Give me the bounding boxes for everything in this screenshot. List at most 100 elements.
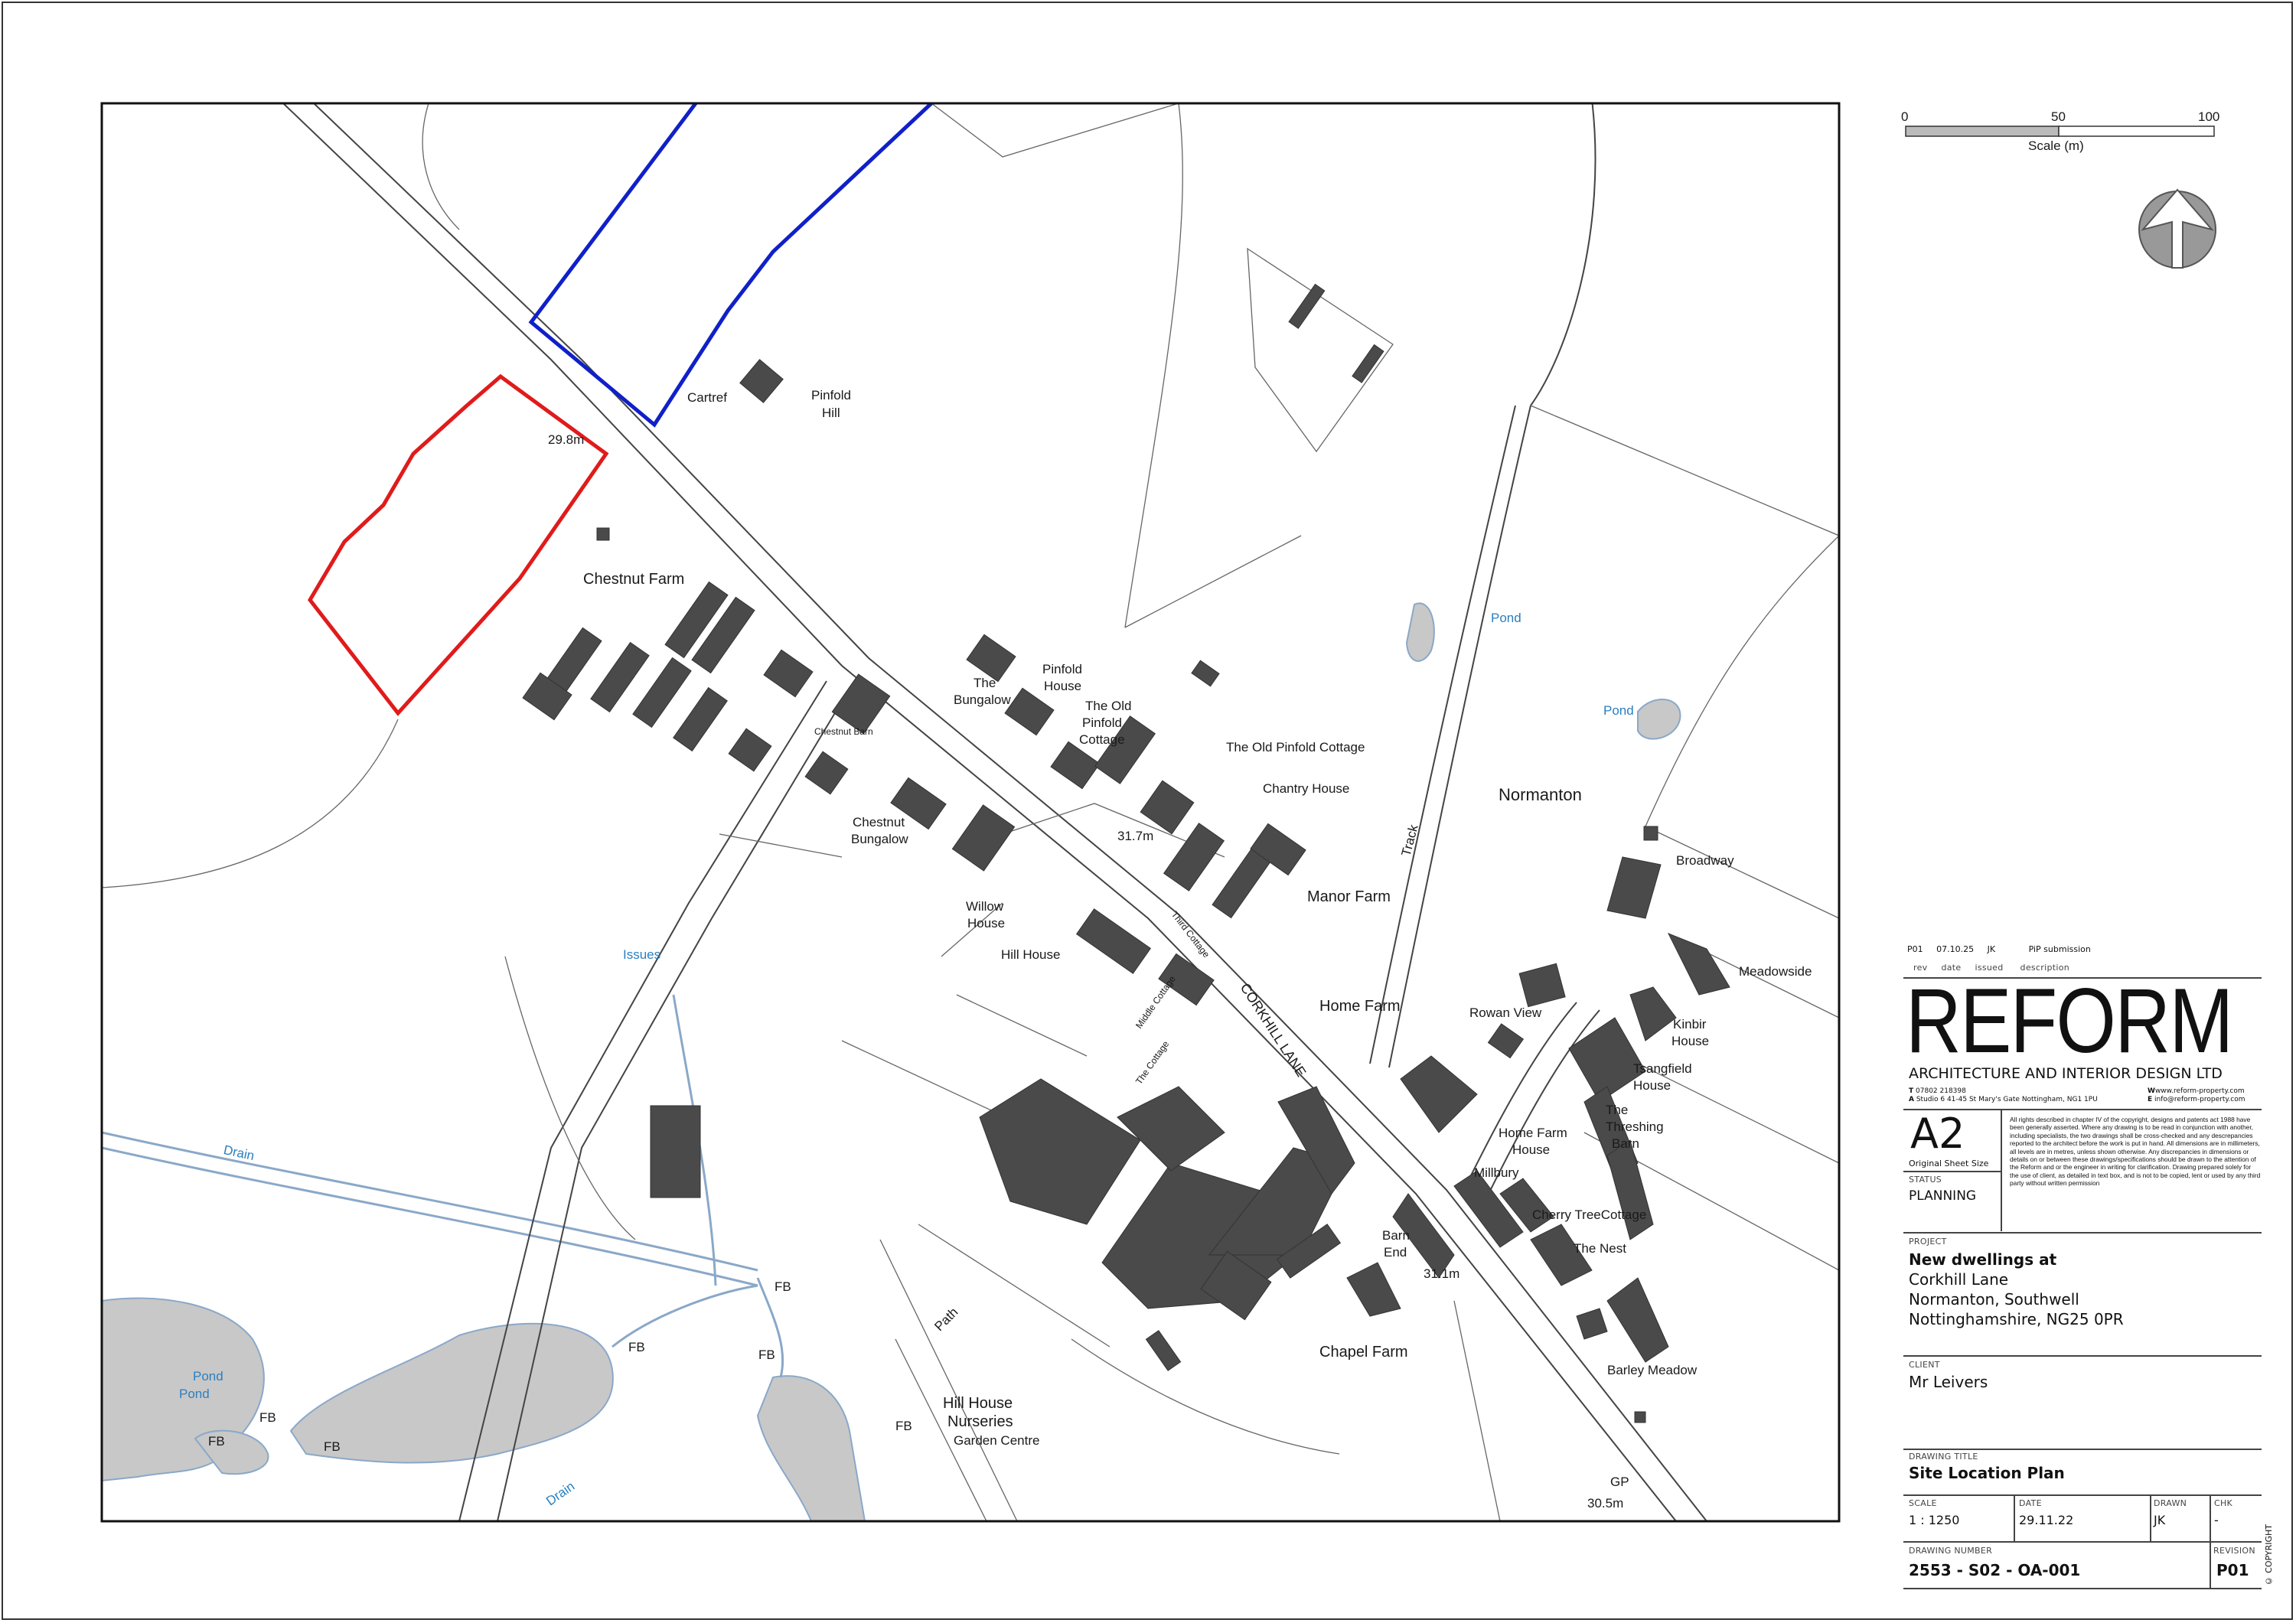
label-chestnut-farm: Chestnut Farm <box>583 571 684 588</box>
sheet-size-label: Original Sheet Size <box>1909 1159 1989 1168</box>
blue-ownership-boundary <box>528 103 933 428</box>
label-the-cottage: The Cottage <box>1133 1038 1172 1086</box>
revision-row: P01 07.10.25 JK PiP submission <box>1907 944 2091 954</box>
label-willow-house: Willow <box>966 899 1004 914</box>
label-old-pinfold-3: Cottage <box>1079 732 1125 747</box>
ponds <box>102 602 1681 1521</box>
label-fb: FB <box>324 1439 341 1454</box>
rev-description: PiP submission <box>2028 944 2091 954</box>
label-normanton: Normanton <box>1499 785 1582 804</box>
label-hill-house: Hill House <box>1001 947 1060 962</box>
date-value: 29.11.22 <box>2019 1513 2074 1527</box>
status-label: STATUS <box>1909 1175 1942 1185</box>
label-pinfold-house-2: House <box>1044 679 1081 693</box>
client-label: CLIENT <box>1909 1360 1940 1370</box>
label-barn-end: Barn <box>1382 1228 1410 1243</box>
label-fb: FB <box>208 1434 225 1449</box>
drawn-label: DRAWN <box>2154 1498 2187 1508</box>
project-label: PROJECT <box>1909 1237 1947 1247</box>
company-subtitle: ARCHITECTURE AND INTERIOR DESIGN LTD <box>1909 1065 2223 1082</box>
label-cartref: Cartref <box>687 390 727 405</box>
drawing-number-label: DRAWING NUMBER <box>1909 1546 1993 1556</box>
scale-tick: 0 <box>1901 109 1908 124</box>
label-hill-house-nurseries-2: Nurseries <box>947 1413 1013 1430</box>
label-home-farm-house-2: House <box>1512 1142 1550 1157</box>
chk-value: - <box>2214 1513 2219 1527</box>
copyright-notice: © COPYRIGHT <box>2264 1524 2274 1586</box>
revision-label: REVISION <box>2213 1546 2255 1556</box>
label-old-pinfold-cottage: The Old Pinfold Cottage <box>1226 740 1365 754</box>
rev-issued: JK <box>1987 944 1996 954</box>
label-middle-cottage: Middle Cottage <box>1133 973 1178 1030</box>
red-site-boundary <box>307 373 609 716</box>
label-chestnut-bungalow-2: Bungalow <box>851 832 908 846</box>
company-web: Wwww.reform-property.com E info@reform-p… <box>2148 1087 2245 1103</box>
drains <box>102 994 784 1378</box>
label-pond: Pond <box>1491 611 1521 625</box>
label-old-pinfold: The Old <box>1085 699 1131 713</box>
label-kinbir-house-2: House <box>1671 1034 1709 1048</box>
label-tsangfield-house-2: House <box>1633 1078 1671 1093</box>
scale-bar: 0 50 100 Scale (m) <box>1901 109 2219 153</box>
revision-value: P01 <box>2216 1561 2249 1579</box>
map-labels: Cartref Pinfold Hill 29.8m Chestnut Farm… <box>179 388 1812 1511</box>
rev-value: P01 <box>1907 944 1923 954</box>
north-arrow-icon <box>2138 188 2216 269</box>
label-cherry-tree-cottage: Cherry TreeCottage <box>1532 1207 1646 1222</box>
drawing-number: 2553 - S02 - OA-001 <box>1909 1561 2081 1579</box>
label-fb: FB <box>628 1340 645 1354</box>
scale-value: 1 : 1250 <box>1909 1513 1960 1527</box>
label-hill-house-nurseries: Hill House <box>943 1395 1013 1412</box>
label-barley-meadow: Barley Meadow <box>1607 1363 1698 1377</box>
scale-label: Scale (m) <box>2028 139 2084 153</box>
drawing-title: Site Location Plan <box>1909 1464 2065 1482</box>
disclaimer: All rights described in chapter IV of th… <box>2010 1116 2261 1188</box>
drawing-title-label: DRAWING TITLE <box>1909 1452 1978 1462</box>
rev-date: 07.10.25 <box>1936 944 1975 954</box>
label-the-nest: The Nest <box>1574 1241 1626 1256</box>
company-contact: T 07802 218398 A Studio 6 41-45 St Mary'… <box>1909 1087 2098 1103</box>
project-title: New dwellings at <box>1909 1250 2057 1269</box>
label-willow-house-2: House <box>967 916 1005 930</box>
label-spot-height: 31.7m <box>1117 829 1153 843</box>
label-the-bungalow-2: Bungalow <box>954 693 1011 707</box>
label-third-cottage: Third Cottage <box>1169 909 1212 960</box>
label-issues: Issues <box>623 947 660 962</box>
buildings <box>522 283 1730 1423</box>
label-pond: Pond <box>1603 703 1634 718</box>
label-broadway: Broadway <box>1676 853 1734 868</box>
drawn-value: JK <box>2154 1513 2166 1527</box>
sheet-size: A2 <box>1910 1110 1965 1158</box>
status-value: PLANNING <box>1909 1188 1977 1204</box>
label-millbury: Millbury <box>1474 1165 1519 1180</box>
label-old-pinfold-2: Pinfold <box>1082 715 1122 730</box>
label-fb: FB <box>895 1419 912 1433</box>
label-rowan-view: Rowan View <box>1469 1005 1542 1020</box>
label-drain: Drain <box>543 1478 577 1508</box>
label-garden-centre: Garden Centre <box>954 1433 1039 1448</box>
reform-logo: REFORM <box>1906 970 2233 1072</box>
corkhill-lane-road <box>282 103 1707 1521</box>
label-home-farm-house: Home Farm <box>1499 1126 1567 1140</box>
label-the-bungalow: The <box>974 676 996 690</box>
label-gp: GP <box>1610 1475 1629 1489</box>
date-label: DATE <box>2019 1498 2042 1508</box>
label-pond: Pond <box>193 1369 223 1383</box>
label-chapel-farm: Chapel Farm <box>1319 1344 1408 1361</box>
label-fb: FB <box>775 1279 791 1294</box>
map-frame <box>100 102 1841 1523</box>
label-pinfold-house: Pinfold <box>1042 662 1082 676</box>
label-meadowside: Meadowside <box>1739 964 1812 979</box>
label-fb: FB <box>259 1410 276 1425</box>
label-spot-height: 29.8m <box>548 432 584 447</box>
label-kinbir-house: Kinbir <box>1673 1017 1707 1031</box>
label-threshing-barn-3: Barn <box>1612 1136 1639 1151</box>
label-chantry-house: Chantry House <box>1263 781 1349 796</box>
scale-tick: 50 <box>2051 109 2066 124</box>
label-pinfold-hill-2: Hill <box>822 406 840 420</box>
label-manor-farm: Manor Farm <box>1307 888 1391 905</box>
label-pinfold-hill: Pinfold <box>811 388 851 402</box>
label-path: Path <box>931 1305 960 1334</box>
